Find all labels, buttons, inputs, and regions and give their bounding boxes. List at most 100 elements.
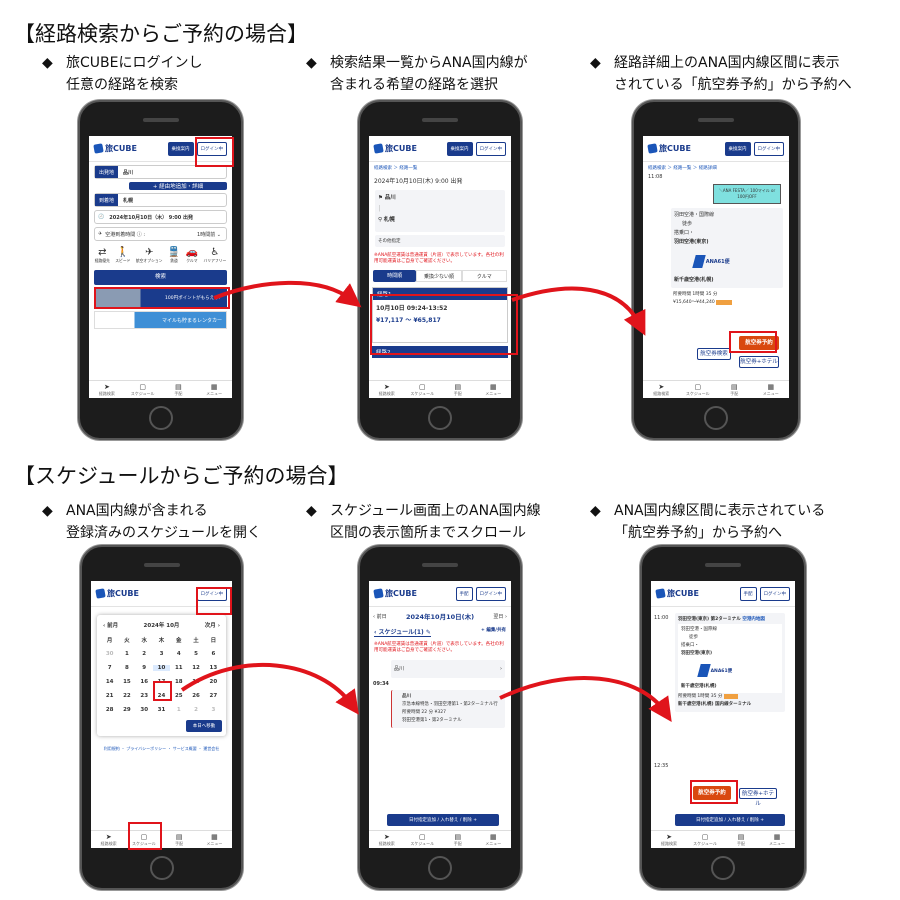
breadcrumb[interactable]: 経路検索 ＞ 経路一覧 ＞ 経路詳細: [648, 166, 717, 171]
calendar-day[interactable]: 26: [192, 693, 200, 699]
nav-arrange[interactable]: ▤手配: [730, 383, 739, 396]
login-button[interactable]: ログイン中: [759, 586, 790, 601]
schedule-action-button[interactable]: 日付指定追加 / 入れ替え / 削除 +: [387, 814, 499, 826]
airport-map-link[interactable]: 空港内地図: [742, 617, 765, 622]
login-button[interactable]: ログイン中: [475, 141, 506, 156]
calendar-day[interactable]: 24: [157, 693, 166, 699]
to-field[interactable]: 到着地札幌: [94, 193, 227, 207]
mode-car[interactable]: 🚗クルマ: [185, 247, 199, 263]
tab-transfers[interactable]: 乗換少ない順: [416, 270, 462, 282]
book-ticket-button[interactable]: 航空券予約: [739, 336, 779, 350]
login-button[interactable]: ログイン中: [475, 586, 506, 601]
calendar-day[interactable]: 13: [209, 665, 218, 671]
nav-schedule[interactable]: ▢スケジュール: [130, 383, 155, 396]
calendar-day[interactable]: 23: [140, 693, 149, 699]
place-card[interactable]: 品川›: [391, 660, 505, 678]
calendar-day[interactable]: 29: [123, 707, 131, 713]
calendar-day[interactable]: 16: [140, 679, 149, 685]
nav-schedule[interactable]: ▢スケジュール: [132, 833, 156, 846]
nav-menu[interactable]: ▦メニュー: [206, 833, 223, 846]
calendar-day[interactable]: 5: [194, 651, 198, 657]
calendar-day[interactable]: 1: [176, 707, 181, 713]
arrange-button[interactable]: 手配: [739, 586, 757, 601]
ticket-search-button[interactable]: 航空券検索: [697, 348, 731, 360]
promo-banner[interactable]: ＼ANA FESTA／ 100マイル or 100円OFF: [713, 184, 781, 204]
schedule-action-button[interactable]: 日付指定追加 / 入れ替え / 削除 +: [675, 814, 785, 826]
mode-route[interactable]: ⇄経路優先: [94, 247, 110, 263]
nav-menu[interactable]: ▦メニュー: [769, 833, 785, 846]
calendar-day[interactable]: 2: [194, 707, 198, 713]
nav-schedule[interactable]: ▢スケジュール: [410, 833, 435, 846]
nav-menu[interactable]: ▦メニュー: [485, 383, 502, 396]
calendar-day[interactable]: 4: [176, 651, 181, 657]
nav-route[interactable]: ➤経路検索: [653, 383, 670, 396]
calendar-day[interactable]: 10: [152, 665, 171, 671]
calendar-day[interactable]: 12: [192, 665, 200, 671]
calendar-day[interactable]: 18: [174, 679, 183, 685]
calendar-day[interactable]: 30: [105, 651, 114, 657]
nav-menu[interactable]: ▦メニュー: [762, 383, 779, 396]
prev-month-button[interactable]: ‹ 前月: [103, 623, 119, 629]
nav-arrange[interactable]: ▤手配: [174, 383, 183, 396]
login-button[interactable]: ログイン中: [753, 141, 784, 156]
nav-schedule[interactable]: ▢スケジュール: [685, 383, 710, 396]
today-button[interactable]: 本日へ移動: [186, 720, 222, 732]
calendar-day[interactable]: 6: [211, 651, 216, 657]
add-via-button[interactable]: + 経由地追加・詳細: [129, 182, 227, 190]
transfer-button[interactable]: 乗換案内: [446, 141, 473, 156]
login-button[interactable]: ログイン中: [196, 586, 227, 601]
mode-train[interactable]: 🚆鉄道: [167, 247, 181, 263]
edit-share-button[interactable]: + 編集/共有: [481, 628, 506, 633]
calendar-day[interactable]: 8: [125, 665, 129, 671]
calendar-day[interactable]: 3: [159, 651, 164, 657]
calendar-day[interactable]: 22: [123, 693, 131, 699]
calendar-day[interactable]: 20: [209, 679, 218, 685]
banner-rentacar[interactable]: マイルも貯まるレンタカー: [94, 311, 227, 329]
tab-time[interactable]: 時間順: [373, 270, 417, 282]
calendar-day[interactable]: 15: [123, 679, 131, 685]
mode-air[interactable]: ✈航空オプション: [135, 247, 163, 263]
nav-arrange[interactable]: ▤手配: [175, 833, 184, 846]
footer-links[interactable]: 利用規約 ・ プライバシーポリシー ・ サービス概要 ・ 運営会社: [103, 746, 220, 751]
other-options[interactable]: その他指定: [375, 235, 505, 247]
next-month-button[interactable]: 次月 ›: [204, 623, 220, 629]
calendar-day[interactable]: 28: [105, 707, 114, 713]
transfer-button[interactable]: 乗換案内: [724, 141, 751, 156]
nav-menu[interactable]: ▦メニュー: [206, 383, 223, 396]
calendar-day[interactable]: 1: [125, 651, 129, 657]
login-button[interactable]: ログイン中: [196, 141, 227, 156]
nav-arrange[interactable]: ▤手配: [453, 833, 462, 846]
date-field[interactable]: 🕘2024年10月10日（木） 9:00 出発: [94, 210, 227, 224]
arrange-button[interactable]: 手配: [455, 586, 473, 601]
calendar-day[interactable]: 7: [107, 665, 112, 671]
breadcrumb[interactable]: 経路検索 ＞ 経路一覧: [374, 166, 418, 171]
calendar-day[interactable]: 2: [142, 651, 147, 657]
nav-arrange[interactable]: ▤手配: [737, 833, 745, 846]
schedule-date[interactable]: 2024年10月10日(木): [405, 613, 475, 621]
book-ticket-button[interactable]: 航空券予約: [693, 786, 731, 800]
search-button[interactable]: 検索: [94, 270, 227, 285]
nav-arrange[interactable]: ▤手配: [453, 383, 462, 396]
calendar-day[interactable]: 11: [174, 665, 183, 671]
mode-barrierfree[interactable]: ♿バリアフリー: [203, 247, 227, 263]
calendar-day[interactable]: 17: [157, 679, 166, 685]
tab-car[interactable]: クルマ: [461, 270, 507, 282]
nav-menu[interactable]: ▦メニュー: [485, 833, 502, 846]
ticket-hotel-button[interactable]: 航空券+ホテル: [739, 356, 779, 368]
prev-day-button[interactable]: ‹ 前日: [373, 613, 387, 620]
calendar-day[interactable]: 19: [192, 679, 200, 685]
calendar-day[interactable]: 31: [157, 707, 166, 713]
calendar-day[interactable]: 3: [211, 707, 216, 713]
nav-route[interactable]: ➤経路検索: [661, 833, 677, 846]
nav-schedule[interactable]: ▢スケジュール: [410, 383, 435, 396]
calendar-day[interactable]: 21: [105, 693, 114, 699]
calendar-day[interactable]: 30: [140, 707, 149, 713]
nav-route[interactable]: ➤経路検索: [378, 833, 395, 846]
schedule-selector[interactable]: ‹ スケジュール(1) ✎: [374, 629, 431, 637]
ticket-hotel-button[interactable]: 航空券+ホテル: [739, 788, 777, 807]
calendar-day[interactable]: 14: [105, 679, 114, 685]
route-card-2[interactable]: 経路2: [372, 346, 508, 358]
from-field[interactable]: 出発地品川: [94, 165, 227, 179]
nav-schedule[interactable]: ▢スケジュール: [693, 833, 717, 846]
transfer-button[interactable]: 乗換案内: [167, 141, 194, 156]
